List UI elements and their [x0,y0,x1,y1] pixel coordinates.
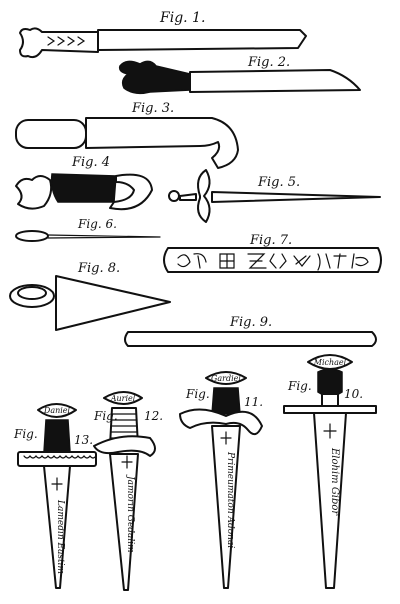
fig8-label: Fig. 8. [77,261,120,276]
fig13-sword: Daniel Lamedin Eastim Fig. 13. [13,403,97,589]
fig3-label: Fig. 3. [131,101,174,116]
fig6-needle: Fig. 6. [15,217,161,242]
fig12-label-b: 12. [144,409,163,423]
fig11-blade-inscription: Primeumaton Adonai [225,451,235,548]
fig11-sword: Gardiel Primeumaton Adonai Fig. 11. [179,371,263,589]
fig13-pommel-name: Daniel [43,406,71,415]
fig12-sword: Auriel Jamorin Gedalim Fig. 12. [93,391,163,591]
fig2-label: Fig. 2. [247,55,290,70]
fig12-pommel-name: Auriel [110,394,136,403]
fig10-label-a: Fig. [287,379,312,393]
fig2-knife: Fig. 2. [118,55,361,95]
fig11-pommel-name: Gardiel [211,374,241,383]
fig13-blade-inscription: Lamedin Eastim [55,499,65,574]
fig5-stiletto: Fig. 5. [168,169,381,223]
fig12-label-a: Fig. [93,409,118,423]
fig8-triangle-blade: Fig. 8. [9,261,171,331]
fig7-label: Fig. 7. [249,233,292,248]
fig5-label: Fig. 5. [257,175,300,190]
fig4-label: Fig. 4 [71,155,110,170]
fig11-label-b: 11. [244,395,263,409]
fig10-sword: Michael Elohim Gibor Fig. 10. [283,354,377,589]
fig11-label-a: Fig. [185,387,210,401]
fig3-sickle: Fig. 3. [15,101,239,169]
fig9-rod: Fig. 9. [124,315,377,347]
fig1-label: Fig. 1. [159,10,205,26]
fig10-label-b: 10. [344,387,363,401]
fig1-knife: Fig. 1. [19,10,307,59]
fig4-curved-blade: Fig. 4 [15,155,153,211]
fig10-blade-inscription: Elohim Gibor [329,447,340,516]
fig13-label-a: Fig. [13,427,38,441]
fig13-label-b: 13. [74,433,93,447]
fig10-pommel-name: Michael [313,358,347,367]
fig6-label: Fig. 6. [77,217,117,231]
fig7-wand: Fig. 7. [163,233,382,273]
fig9-label: Fig. 9. [229,315,272,330]
fig12-blade-inscription: Jamorin Gedalim [125,474,135,553]
